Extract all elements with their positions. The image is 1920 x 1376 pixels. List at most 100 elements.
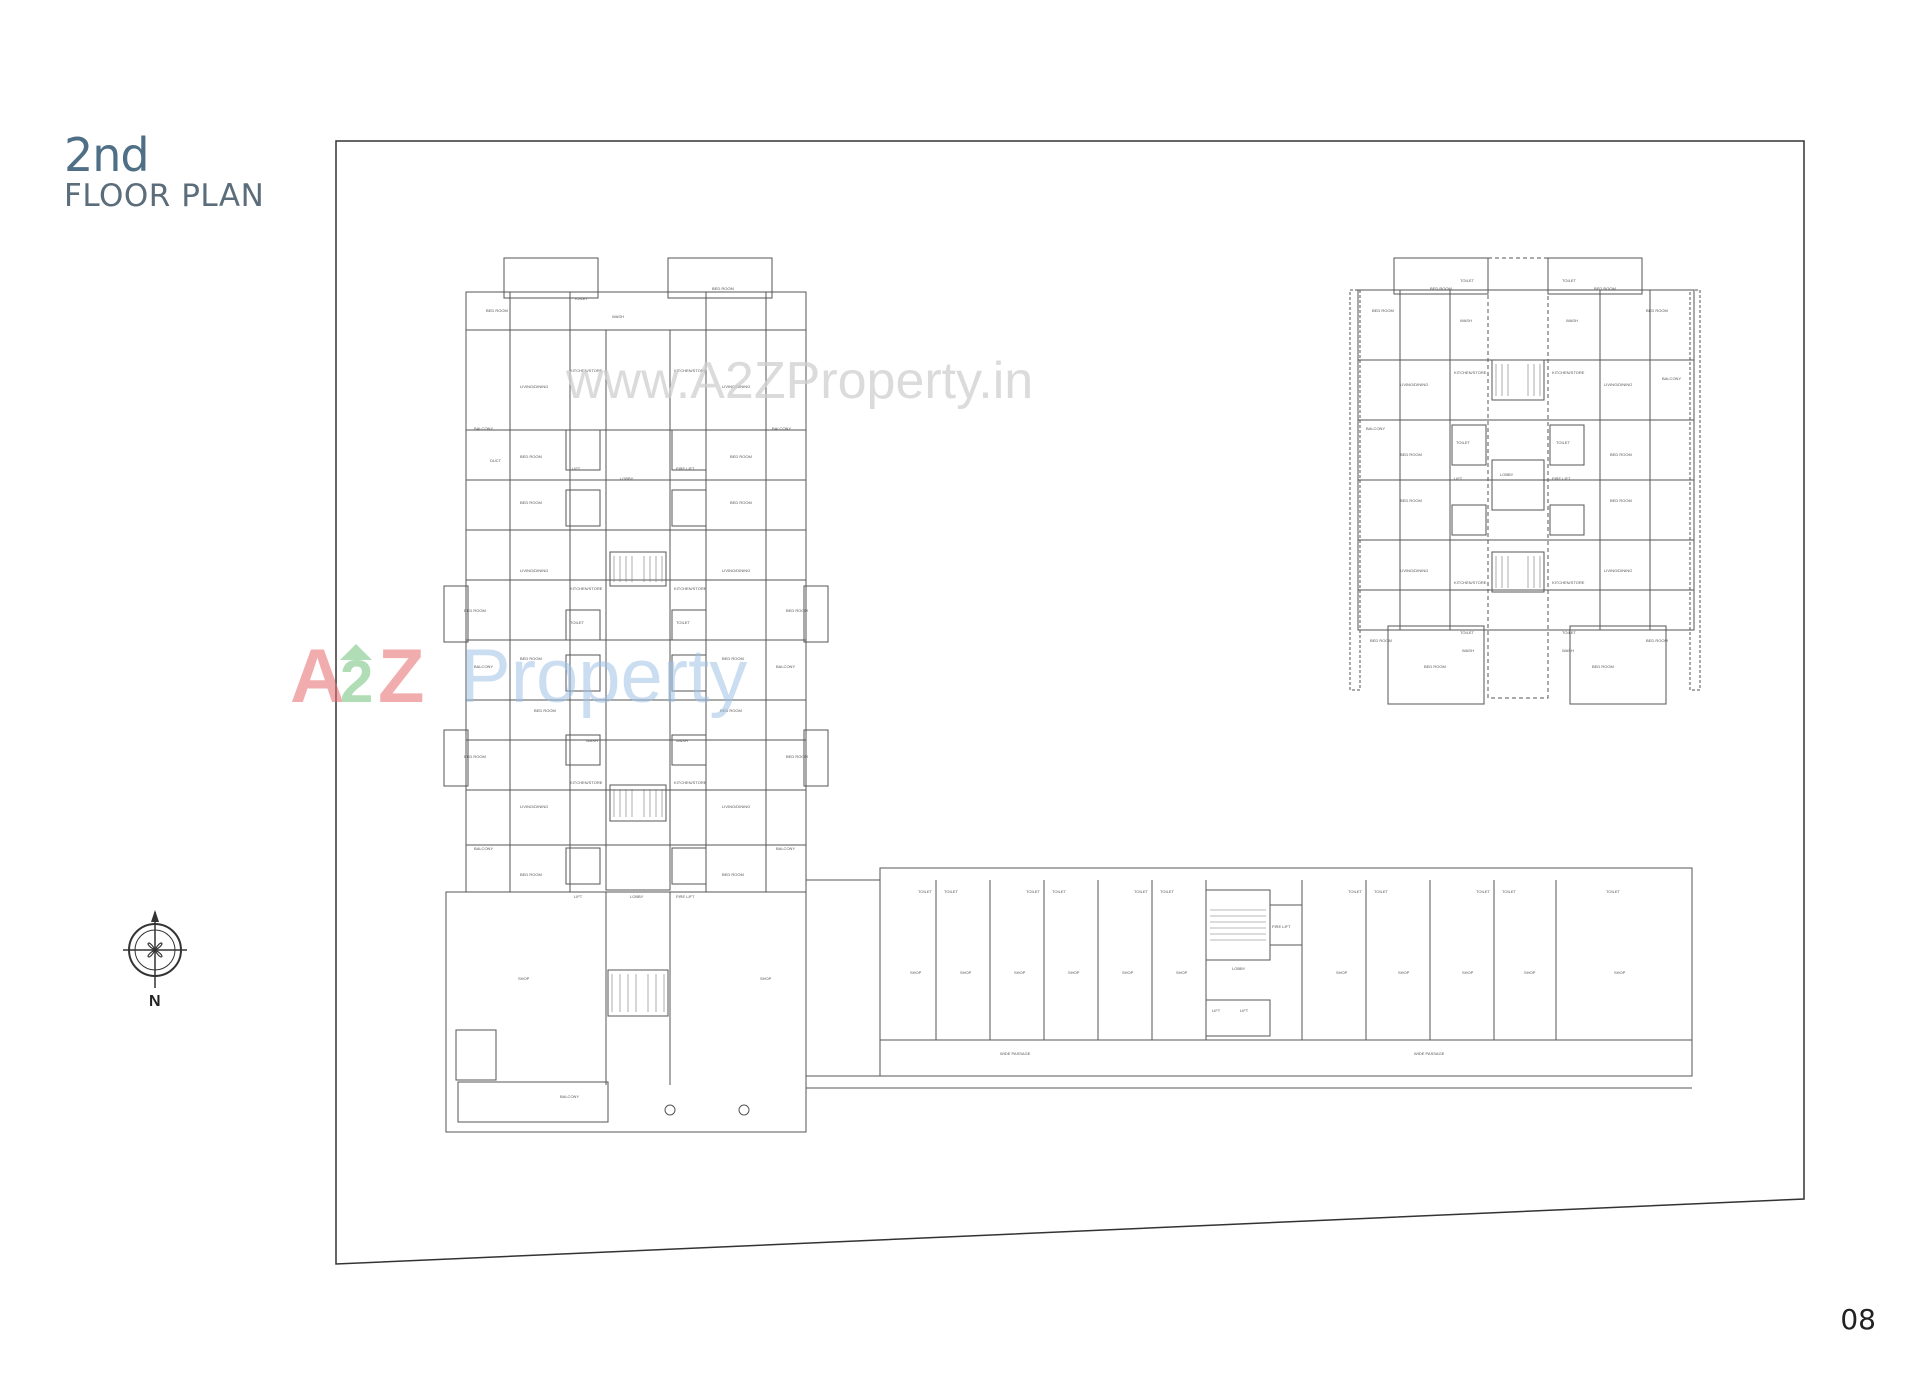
room-label: FIRE LIFT <box>1272 924 1291 929</box>
room-label: BALCONY <box>772 426 791 431</box>
brand-roof-icon <box>340 644 372 660</box>
room-label: BED ROOM <box>464 754 486 759</box>
room-label: BED ROOM <box>1400 498 1422 503</box>
room-label: TOILET <box>1562 630 1576 635</box>
url-watermark: www.A2ZProperty.in <box>565 352 1033 410</box>
room-label: SHOP <box>1524 970 1536 975</box>
room-label: SHOP <box>1462 970 1474 975</box>
brand-word: Property <box>460 634 747 719</box>
brand-letter-z: Z <box>378 634 424 719</box>
room-label: LIVING/DINING <box>1400 382 1428 387</box>
room-label: WIDE PASSAGE <box>1414 1051 1445 1056</box>
room-label: TOILET <box>676 620 690 625</box>
room-label: LOBBY <box>620 476 634 481</box>
room-label: WASH <box>1562 648 1574 653</box>
room-label: LIFT <box>572 466 581 471</box>
room-label: BED ROOM <box>1610 498 1632 503</box>
shop-strip-outline <box>879 867 1693 1077</box>
room-label: KITCHEN/STORE <box>1454 580 1487 585</box>
compass-north-label: N <box>149 993 161 1010</box>
room-label: TOILET <box>1556 440 1570 445</box>
room-label: LIVING/DINING <box>722 804 750 809</box>
room-label: BALCONY <box>1366 426 1385 431</box>
left-tower-wing-ne <box>667 257 773 299</box>
room-label: TOILET <box>944 889 958 894</box>
room-label: BALCONY <box>776 664 795 669</box>
room-label: LIFT <box>1240 1008 1249 1013</box>
room-label: BED ROOM <box>520 454 542 459</box>
room-label: BED ROOM <box>722 872 744 877</box>
room-label: KITCHEN/STORE <box>570 780 603 785</box>
room-label: TOILET <box>1562 278 1576 283</box>
room-label: SHOP <box>1614 970 1626 975</box>
right-tower-core <box>1487 257 1549 699</box>
room-label: BED ROOM <box>1424 664 1446 669</box>
room-label: BED ROOM <box>720 708 742 713</box>
room-label: BED ROOM <box>1610 452 1632 457</box>
room-label: LIVING/DINING <box>722 568 750 573</box>
room-label: WASH <box>1566 318 1578 323</box>
room-label: BED ROOM <box>786 608 808 613</box>
room-label: LIVING/DINING <box>1400 568 1428 573</box>
room-label: BED ROOM <box>722 656 744 661</box>
room-label: BED ROOM <box>520 656 542 661</box>
room-label: BALCONY <box>1662 376 1681 381</box>
room-label: TOILET <box>574 296 588 301</box>
room-label: LIVING/DINING <box>520 804 548 809</box>
room-label: SHOP <box>1336 970 1348 975</box>
room-label: LIVING/DINING <box>722 384 750 389</box>
room-label: FIRE LIFT <box>676 466 695 471</box>
room-labels: BED ROOM TOILET BED ROOM WASH LIVING/DIN… <box>464 278 1681 1099</box>
room-label: SHOP <box>1014 970 1026 975</box>
room-label: BED ROOM <box>1592 664 1614 669</box>
room-label: LOBBY <box>1500 472 1514 477</box>
right-tower-wing-sw <box>1387 625 1485 705</box>
page-number: 08 <box>1840 1303 1876 1336</box>
right-tower <box>1349 257 1701 705</box>
compass-arrow-icon <box>151 910 159 922</box>
room-label: BED ROOM <box>1430 286 1452 291</box>
room-label: LIVING/DINING <box>1604 568 1632 573</box>
room-label: TOILET <box>918 889 932 894</box>
room-label: TOILET <box>1134 889 1148 894</box>
shop-strip <box>806 867 1693 1089</box>
room-label: TOILET <box>1160 889 1174 894</box>
room-label: FIRE LIFT <box>1552 476 1571 481</box>
room-label: DUCT <box>490 458 502 463</box>
room-label: TOILET <box>1502 889 1516 894</box>
room-label: SHOP <box>1122 970 1134 975</box>
room-label: BED ROOM <box>712 286 734 291</box>
room-label: TOILET <box>1476 889 1490 894</box>
room-label: LIFT <box>574 894 583 899</box>
shop-stairs-hatch <box>1210 909 1266 941</box>
compass: N <box>123 910 187 1010</box>
room-label: SHOP <box>910 970 922 975</box>
room-label: BED ROOM <box>730 500 752 505</box>
room-label: BED ROOM <box>534 708 556 713</box>
room-label: SHOP <box>760 976 772 981</box>
room-label: LIVING/DINING <box>520 568 548 573</box>
room-label: TOILET <box>1460 278 1474 283</box>
room-label: LOBBY <box>630 894 644 899</box>
room-label: BED ROOM <box>1646 638 1668 643</box>
room-label: LIFT <box>1454 476 1463 481</box>
room-label: BED ROOM <box>520 872 542 877</box>
left-stairs-hatch <box>611 556 665 1012</box>
room-label: BED ROOM <box>730 454 752 459</box>
brand-letter-a: A <box>290 634 345 719</box>
room-label: SHOP <box>1398 970 1410 975</box>
room-label: KITCHEN/STORE <box>1552 580 1585 585</box>
room-label: SHOP <box>518 976 530 981</box>
room-label: BALCONY <box>474 426 493 431</box>
room-label: SHOP <box>1176 970 1188 975</box>
room-label: LIVING/DINING <box>1604 382 1632 387</box>
room-label: BALCONY <box>776 846 795 851</box>
room-label: BED ROOM <box>486 308 508 313</box>
room-label: TOILET <box>1460 630 1474 635</box>
room-label: WASH <box>1462 648 1474 653</box>
room-label: TOILET <box>1456 440 1470 445</box>
room-label: LIFT <box>1212 1008 1221 1013</box>
site-boundary <box>335 140 1805 1265</box>
floor-plan-label: FLOOR PLAN <box>64 178 265 214</box>
